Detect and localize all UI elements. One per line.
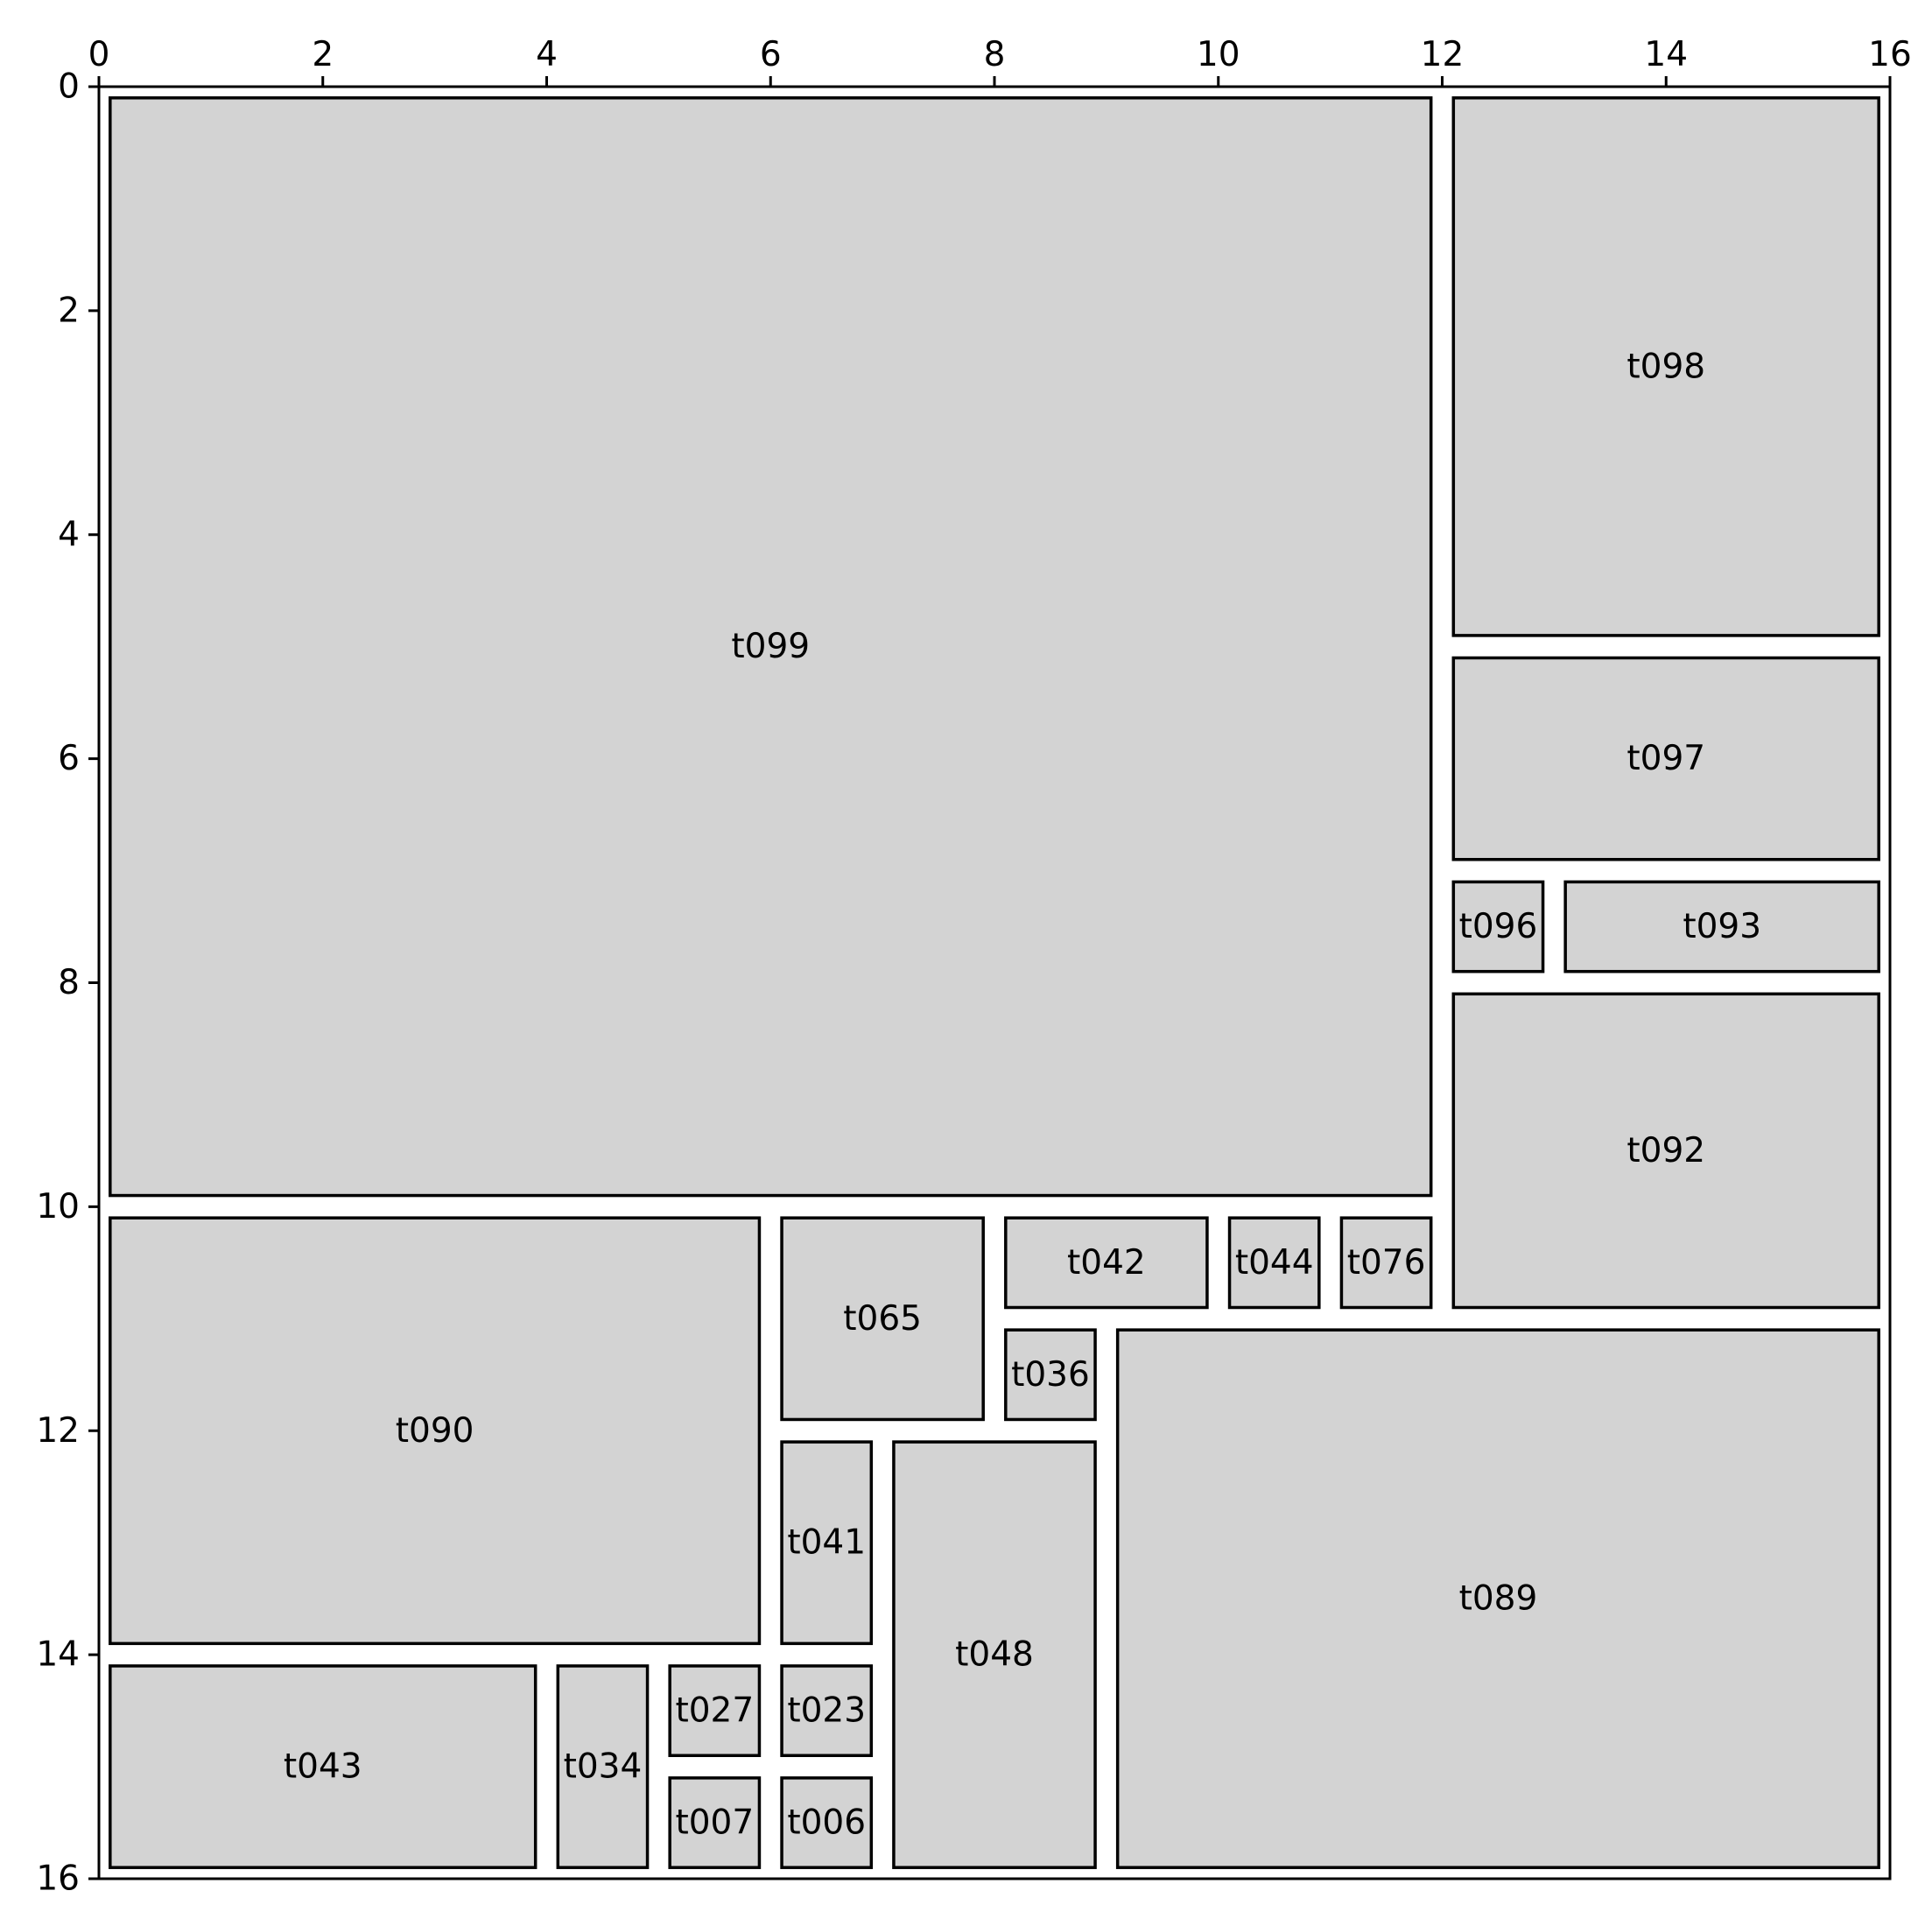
tile-label: t007 — [675, 1803, 754, 1843]
tile-t034: t034 — [556, 1664, 650, 1869]
tile-label: t048 — [955, 1635, 1034, 1675]
tile-t042: t042 — [1004, 1216, 1209, 1310]
tile-rect — [1563, 880, 1880, 974]
tile-rect — [109, 1216, 762, 1646]
tile-rect — [109, 96, 1433, 1198]
tile-rect — [556, 1664, 650, 1869]
y-tick-label: 14 — [36, 1635, 80, 1675]
y-tick-label: 4 — [58, 515, 80, 554]
tile-t090: t090 — [109, 1216, 762, 1646]
tile-label: t006 — [787, 1803, 866, 1843]
tile-label: t034 — [564, 1747, 643, 1787]
x-tick-label: 2 — [312, 35, 334, 74]
tile-label: t092 — [1626, 1131, 1705, 1170]
tile-label: t093 — [1683, 907, 1761, 946]
x-tick-label: 6 — [760, 35, 782, 74]
tile-t092: t092 — [1451, 992, 1880, 1310]
y-tick-label: 16 — [36, 1859, 80, 1899]
tile-rect — [668, 1776, 762, 1869]
tile-t036: t036 — [1004, 1328, 1097, 1422]
tile-rect — [1004, 1328, 1097, 1422]
tile-label: t065 — [843, 1299, 922, 1339]
tile-t065: t065 — [780, 1216, 985, 1422]
tile-label: t089 — [1459, 1579, 1538, 1619]
x-tick-label: 12 — [1421, 35, 1465, 74]
tile-rect — [668, 1664, 762, 1758]
tile-rect — [1451, 880, 1545, 974]
tile-label: t042 — [1067, 1243, 1146, 1283]
x-axis: 0 2 4 6 8 10 12 14 16 — [88, 35, 1912, 87]
tile-t006: t006 — [780, 1776, 874, 1869]
y-tick-label: 2 — [58, 291, 80, 330]
tile-rect — [1339, 1216, 1433, 1310]
tile-t097: t097 — [1451, 656, 1880, 861]
x-tick-label: 10 — [1197, 35, 1240, 74]
x-tick-label: 0 — [88, 35, 110, 74]
tile-t044: t044 — [1227, 1216, 1321, 1310]
tile-rect — [780, 1216, 985, 1422]
x-tick-label: 4 — [536, 35, 558, 74]
tile-label: t076 — [1347, 1243, 1426, 1283]
tile-rect — [780, 1776, 874, 1869]
tile-t027: t027 — [668, 1664, 762, 1758]
tile-rect — [892, 1440, 1097, 1869]
tile-t043: t043 — [109, 1664, 537, 1869]
tile-label: t096 — [1459, 907, 1538, 946]
tile-t041: t041 — [780, 1440, 874, 1646]
y-tick-label: 6 — [58, 739, 80, 778]
tile-t089: t089 — [1115, 1328, 1880, 1869]
y-tick-label: 0 — [58, 67, 80, 107]
tiles-layer: t099 t098 t097 t096 t093 t092 t090 t065 t042 t044… — [109, 96, 1880, 1869]
tile-label: t027 — [675, 1691, 754, 1731]
tile-label: t043 — [284, 1747, 362, 1787]
tile-rect — [1115, 1328, 1880, 1869]
tile-t093: t093 — [1563, 880, 1880, 974]
tile-rect — [1004, 1216, 1209, 1310]
tile-rect — [1451, 656, 1880, 861]
tile-t098: t098 — [1451, 96, 1880, 637]
y-axis: 0 2 4 6 8 10 12 14 16 — [36, 67, 99, 1899]
tile-t007: t007 — [668, 1776, 762, 1869]
tile-label: t023 — [787, 1691, 866, 1731]
x-tick-label: 16 — [1868, 35, 1912, 74]
tile-rect — [1227, 1216, 1321, 1310]
tile-t076: t076 — [1339, 1216, 1433, 1310]
tile-t096: t096 — [1451, 880, 1545, 974]
tile-rect — [780, 1664, 874, 1758]
tile-rect — [1451, 992, 1880, 1310]
tile-t023: t023 — [780, 1664, 874, 1758]
tile-label: t041 — [787, 1523, 866, 1563]
x-tick-label: 8 — [984, 35, 1006, 74]
y-tick-label: 8 — [58, 963, 80, 1002]
tile-t099: t099 — [109, 96, 1433, 1198]
tile-label: t036 — [1011, 1355, 1090, 1395]
y-tick-label: 10 — [36, 1187, 80, 1227]
x-tick-label: 14 — [1644, 35, 1688, 74]
tile-label: t097 — [1626, 739, 1705, 778]
tile-t048: t048 — [892, 1440, 1097, 1869]
tile-label: t090 — [396, 1411, 474, 1451]
y-tick-label: 12 — [36, 1411, 80, 1451]
tile-label: t099 — [731, 627, 810, 666]
tile-rect — [1451, 96, 1880, 637]
tile-label: t098 — [1626, 347, 1705, 386]
tile-rect — [109, 1664, 537, 1869]
tile-rect — [780, 1440, 874, 1646]
tile-label: t044 — [1235, 1243, 1314, 1283]
